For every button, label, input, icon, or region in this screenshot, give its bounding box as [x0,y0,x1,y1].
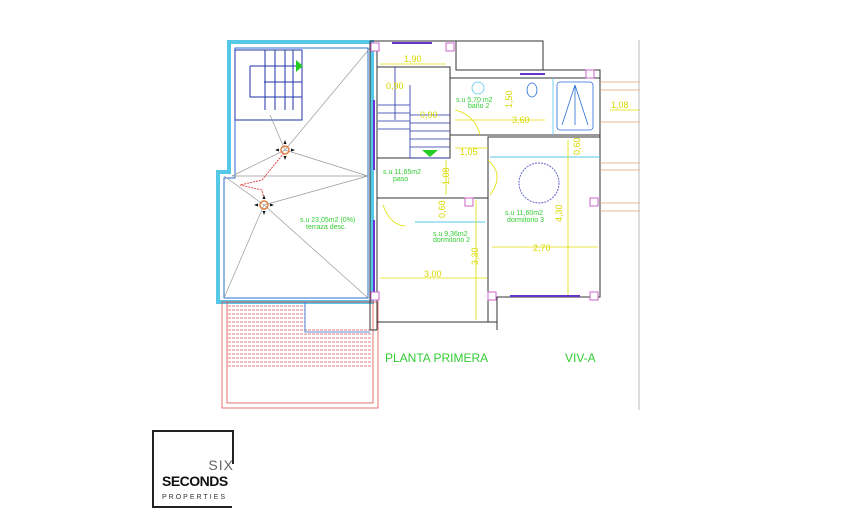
plan-title: PLANTA PRIMERA [385,351,488,365]
svg-text:0,90: 0,90 [386,81,404,91]
slope-lines [223,47,371,299]
interior-stairs [378,67,450,159]
svg-text:s.u 9,36m2: s.u 9,36m2 [433,231,468,238]
logo-seconds: SECONDS [162,473,228,489]
svg-text:s.u 5,70 m2: s.u 5,70 m2 [456,97,493,104]
round-bed [518,162,560,204]
arrow-icon [296,60,303,72]
svg-text:3,30: 3,30 [470,247,480,265]
room-area-terrace: s.u 23,05m2 (0%) [300,217,355,224]
logo-six: SIX [208,457,234,473]
dimension-lines [380,63,640,320]
svg-text:1,90: 1,90 [404,54,422,64]
svg-text:1,08: 1,08 [611,100,629,110]
dimension-labels: 1,90 0,90 0,90 1,05 1,08 0,60 3,00 3,30 … [386,54,629,279]
svg-text:3,60: 3,60 [512,115,530,125]
svg-text:4,30: 4,30 [554,204,564,222]
svg-text:dormitorio 2: dormitorio 2 [433,237,470,244]
room-name-terrace: terraza desc. [306,224,347,231]
exterior-lines [600,81,640,212]
svg-text:2,70: 2,70 [533,243,551,253]
columns [370,42,599,301]
svg-text:0,60: 0,60 [572,137,582,155]
door-swings [382,109,498,227]
terrace-outline [216,40,374,304]
svg-text:dormitorio 3: dormitorio 3 [507,217,544,224]
svg-text:s.u 11,60m2: s.u 11,60m2 [505,210,543,217]
exterior-stairs [234,49,303,121]
svg-text:paso: paso [393,176,408,183]
svg-text:s.u 11,65m2: s.u 11,65m2 [383,169,421,176]
unit-label: VIV-A [565,351,596,365]
six-seconds-logo: SIX SECONDS PROPERTIES [152,430,234,508]
drain-icon [239,140,295,215]
house-walls [369,40,601,331]
svg-text:1,08: 1,08 [441,167,451,185]
svg-text:0,60: 0,60 [437,200,447,218]
svg-text:1,05: 1,05 [460,147,478,157]
logo-properties: PROPERTIES [162,494,227,501]
svg-text:baño 2: baño 2 [468,103,490,110]
svg-text:0,90: 0,90 [420,110,438,120]
lower-terrace [221,301,379,409]
bathroom-fixtures [471,78,594,135]
windows [373,42,580,300]
room-labels: s.u 5,70 m2 baño 2 s.u 11,65m2 paso s.u … [383,97,544,244]
svg-text:3,00: 3,00 [424,269,442,279]
arrow-icon [422,150,438,157]
svg-text:1,50: 1,50 [504,90,514,108]
